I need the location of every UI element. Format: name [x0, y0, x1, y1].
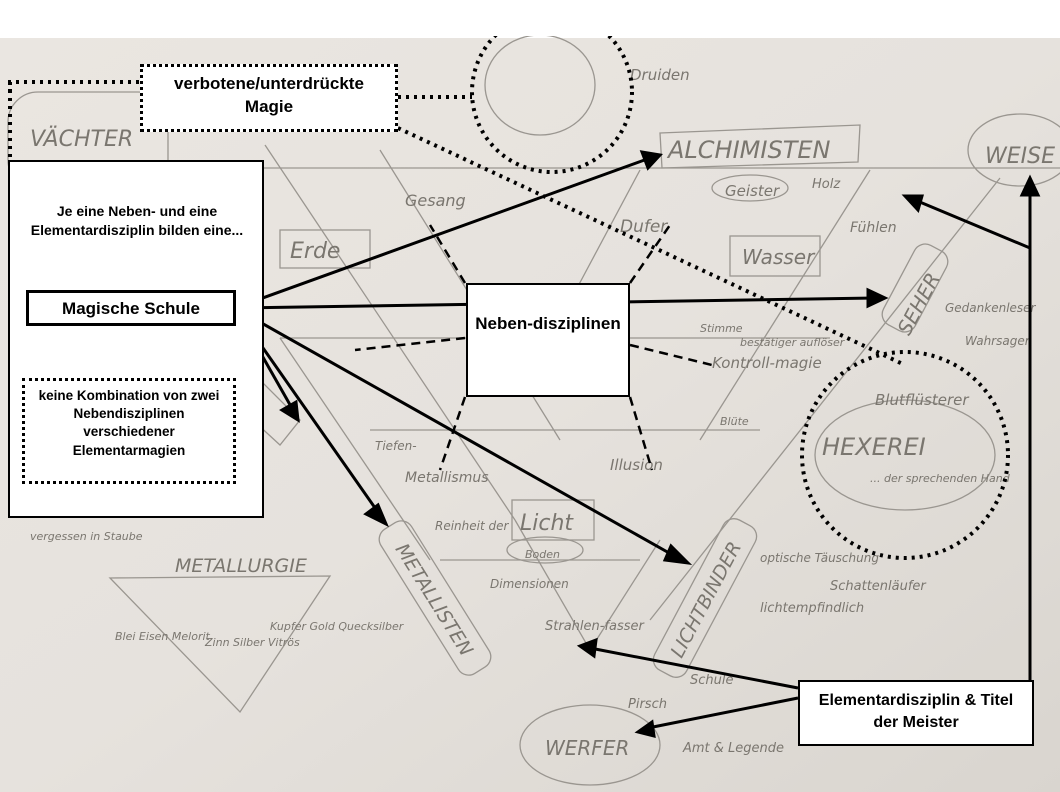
label-bluete: Blüte — [720, 415, 749, 428]
label-werfer: WERFER — [545, 736, 629, 760]
label-metallurgie: METALLURGIE — [175, 555, 307, 577]
label-waechter: VÄCHTER — [30, 126, 133, 152]
label-blutfluesterer: Blutflüsterer — [875, 391, 969, 409]
pencil-text: VÄCHTER Druiden ALCHIMISTEN WEISE SEHER … — [30, 66, 1055, 760]
label-dufer: Dufer — [620, 217, 668, 237]
label-gedankenleser: Gedankenleser — [945, 301, 1037, 315]
label-tiefen: Tiefen- — [375, 439, 417, 453]
label-erde: Erde — [290, 239, 340, 264]
label-gesang: Gesang — [405, 191, 466, 210]
label-bestaetiger: bestätiger auflöser — [740, 336, 846, 349]
no-combination-box: keine Kombination von zwei Nebendiszipli… — [22, 378, 236, 484]
element-discipline-text: Elementardisziplin & Titel der Meister — [818, 692, 1014, 731]
label-schule: Schule — [690, 673, 734, 688]
label-fuehlen: Fühlen — [850, 220, 897, 236]
label-illusion: Illusion — [610, 456, 663, 474]
label-dimensionen: Dimensionen — [490, 577, 569, 591]
label-schattenlaeufer: Schattenläufer — [830, 579, 927, 594]
label-sprechende-hand: ... der sprechenden Hand — [870, 472, 1011, 485]
solid-arrows — [233, 150, 1041, 738]
sub-disciplines-text: Neben-disziplinen — [475, 314, 621, 333]
magic-school-box: Magische Schule — [26, 290, 236, 326]
label-boden: Boden — [525, 548, 560, 561]
label-wasser: Wasser — [742, 245, 816, 269]
pencil-lines — [7, 34, 1060, 786]
no-combination-text: keine Kombination von zwei Nebendiszipli… — [38, 388, 220, 458]
label-kontrollmagie: Kontroll-magie — [712, 354, 822, 372]
side-panel-text: Je eine Neben- und eine Elementardiszipl… — [30, 203, 244, 238]
label-stimme: Stimme — [700, 322, 743, 335]
label-pirsch: Pirsch — [628, 697, 667, 712]
label-metals-left: Blei Eisen Melorit — [115, 630, 211, 643]
label-vergessen: vergessen in Staube — [30, 530, 143, 543]
label-holz: Holz — [812, 177, 841, 192]
dotted-circle-hexerei — [800, 350, 1010, 560]
label-hexerei: HEXEREI — [822, 433, 926, 461]
label-amt-legende: Amt & Legende — [682, 741, 784, 756]
forbidden-magic-box: verbotene/unterdrückte Magie — [140, 64, 398, 132]
label-wahrsager: Wahrsager — [965, 334, 1031, 348]
forbidden-magic-text: verbotene/unterdrückte Magie — [174, 74, 364, 116]
label-alchimisten: ALCHIMISTEN — [666, 136, 831, 164]
sub-disciplines-box: Neben-disziplinen — [466, 283, 630, 397]
label-strahlenfasser: Strahlen-fasser — [545, 619, 646, 634]
label-metals-right: Kupfer Gold Quecksilber — [270, 620, 405, 633]
label-optische: optische Täuschung — [760, 551, 879, 565]
label-druiden: Druiden — [630, 66, 690, 84]
label-weise: WEISE — [985, 144, 1055, 169]
label-lichtempfindlich: lichtempfindlich — [760, 601, 864, 616]
element-discipline-box: Elementardisziplin & Titel der Meister — [798, 680, 1034, 746]
magic-school-text: Magische Schule — [62, 299, 200, 318]
label-reinheit: Reinheit der — [435, 519, 510, 533]
label-metallismus: Metallismus — [405, 470, 489, 486]
label-licht: Licht — [520, 511, 574, 536]
dashed-connectors — [354, 224, 713, 471]
label-metals-mid: Zinn Silber Vitrös — [204, 636, 300, 649]
label-geister: Geister — [725, 182, 780, 200]
